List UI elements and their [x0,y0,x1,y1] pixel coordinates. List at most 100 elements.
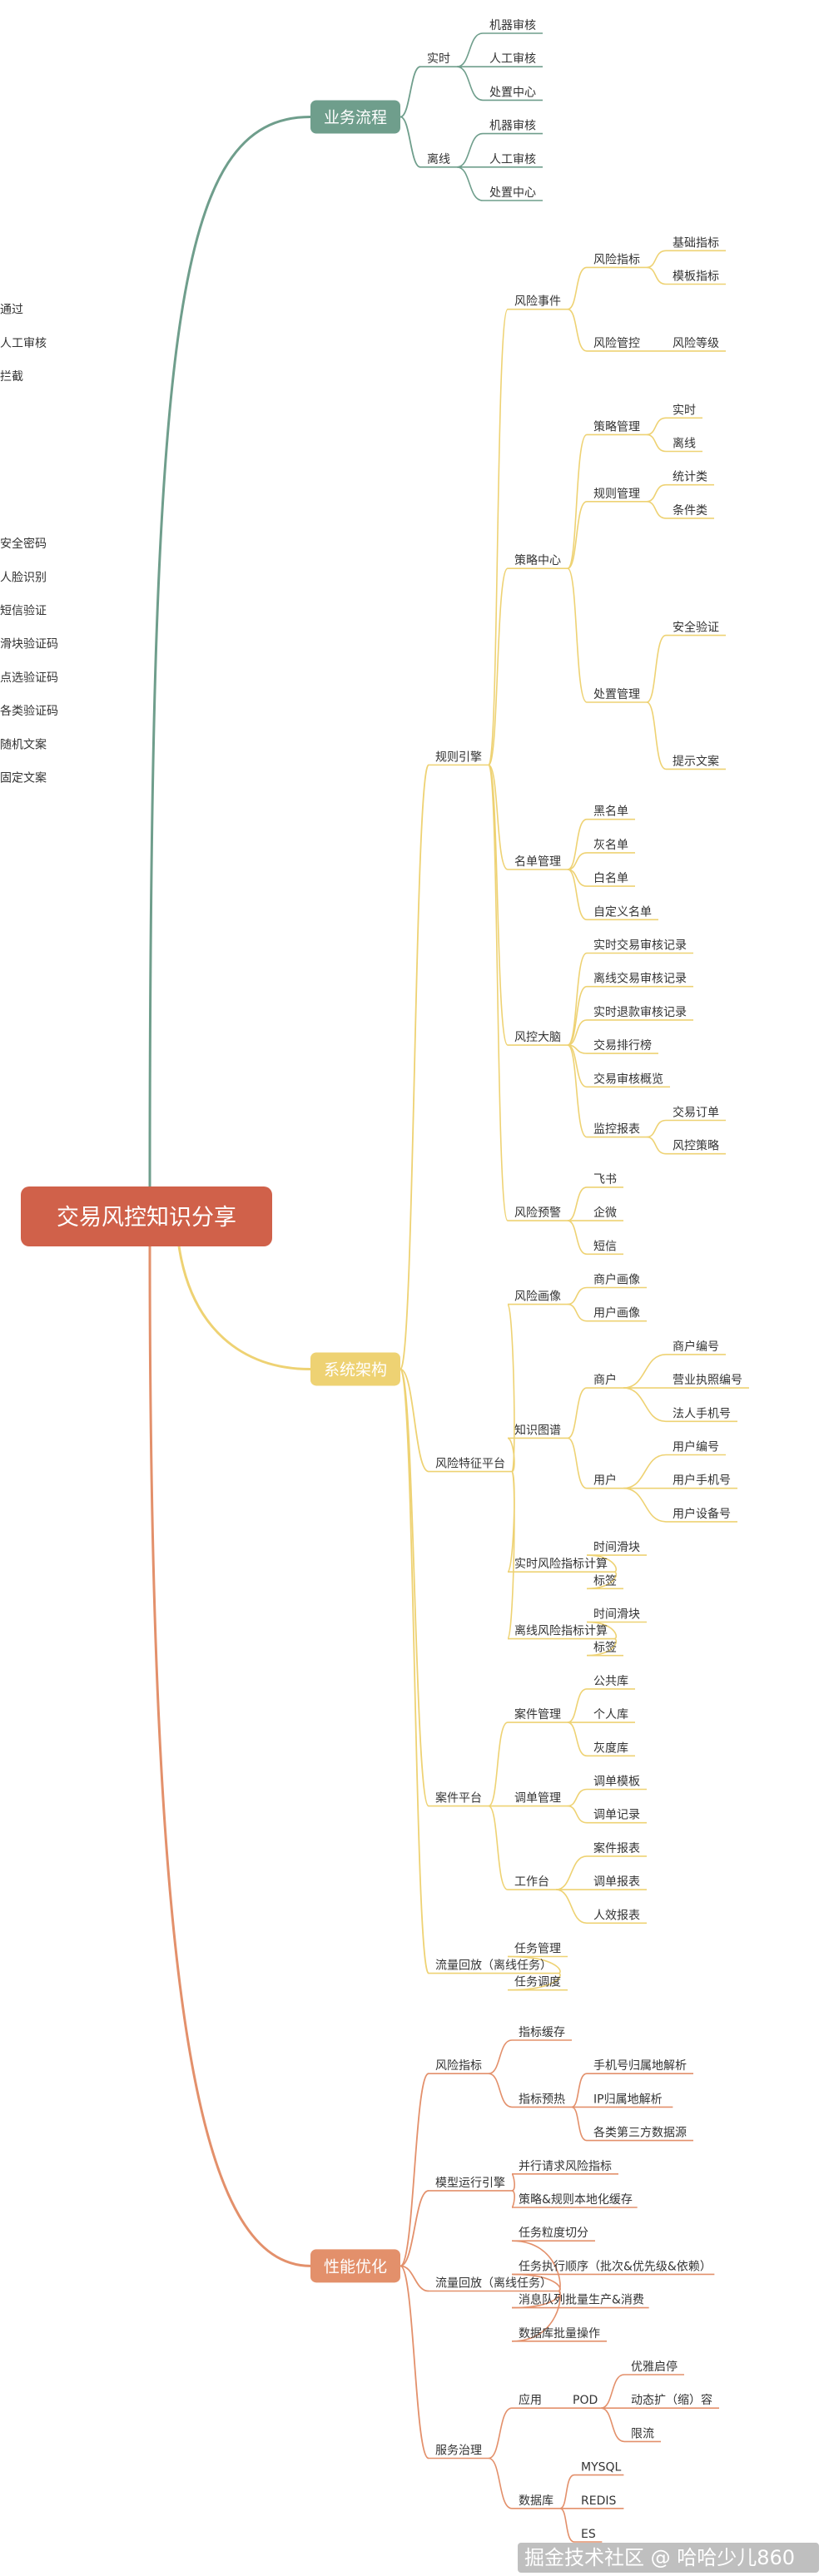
edge-用户编号 [623,1454,667,1489]
edge-任务管理 [507,1955,561,1974]
edge-基础指标 [646,250,667,269]
edge-自定义名单 [567,869,588,921]
edge-知识图谱 [507,1437,515,1473]
node-并行请求风险指标-2-3: 并行请求风险指标 [519,2160,612,2173]
edge-任务调度 [507,1972,561,1991]
root-node [21,1186,272,1246]
node-处置管理-1-4: 处置管理 [593,688,640,701]
node-实时交易审核记录-1-4: 实时交易审核记录 [593,939,687,953]
edge-规则引擎 [400,764,429,1370]
edge-root-to-branch-0 [148,116,311,1187]
edge-条件类 [646,501,667,519]
branch-label-2: 性能优化 [324,2257,387,2276]
edge-标签 [586,1637,618,1657]
node-点选验证码-1-6: 点选验证码 [0,671,58,685]
node-案件管理-1-3: 案件管理 [514,1707,561,1721]
node-ES-2-4: ES [581,2528,596,2541]
edge-任务执行顺序-批次-优先级-依赖 [511,2273,561,2292]
connector-lines [148,32,749,2543]
node-各类第三方数据源-2-4: 各类第三方数据源 [593,2126,687,2140]
branch-node-0 [310,100,400,134]
edge-指标缓存 [488,2039,513,2074]
node-策略-规则本地化缓存-2-3: 策略&规则本地化缓存 [519,2192,633,2207]
branch-node-1 [310,1352,400,1386]
edge-灰度库 [567,1721,588,1757]
node-服务治理-2-2: 服务治理 [435,2445,482,2458]
node-风控策略-1-5: 风控策略 [673,1139,719,1153]
node-灰名单-1-4: 灰名单 [593,839,628,852]
node-风控大脑-1-3: 风控大脑 [514,1031,561,1044]
node-实时风险指标计算-1-3: 实时风险指标计算 [514,1558,608,1571]
node-商户编号-1-5: 商户编号 [673,1340,719,1354]
node-白名单-1-4: 白名单 [593,872,628,885]
node-交易订单-1-5: 交易订单 [673,1106,719,1120]
edge-统计类 [646,483,667,503]
node-用户编号-1-5: 用户编号 [673,1440,719,1454]
node-人脸识别-1-6: 人脸识别 [0,571,47,584]
watermark-backdrop [518,2543,819,2573]
node-模型运行引擎-2-2: 模型运行引擎 [435,2177,505,2190]
node-策略管理-1-4: 策略管理 [593,419,640,433]
node-自定义名单-1-4: 自定义名单 [593,905,652,919]
node-离线-0-2: 离线 [427,152,450,166]
edge-处置管理 [567,567,588,703]
edge-规则管理 [567,501,588,569]
node-企微-1-4: 企微 [593,1206,617,1220]
edge-风险特征平台 [400,1368,429,1473]
edge-数据库 [488,2457,513,2509]
node-时间滑块-1-4: 时间滑块 [593,1608,640,1622]
node-风险画像-1-3: 风险画像 [514,1290,561,1304]
node-MYSQL-2-4: MYSQL [581,2461,622,2474]
edge-商户画像 [567,1286,588,1305]
edge-实时交易审核记录 [567,952,588,1046]
edge-监控报表 [567,1044,588,1138]
edge-飞书 [567,1186,588,1221]
edge-商户编号 [623,1354,667,1389]
node-任务调度-1-3: 任务调度 [514,1976,561,1989]
node-离线风险指标计算-1-3: 离线风险指标计算 [514,1624,608,1638]
root-label: 交易风控知识分享 [57,1205,236,1231]
node-提示文案-1-5: 提示文案 [673,754,719,768]
node-短信验证-1-6: 短信验证 [0,605,47,618]
node-应用-2-3: 应用 [519,2393,542,2407]
edge-风险画像 [507,1303,515,1473]
node-随机文案-1-6: 随机文案 [0,737,47,751]
node-策略中心-1-3: 策略中心 [514,553,561,567]
edge-交易订单 [646,1119,667,1138]
edge-离线风险指标计算 [507,1470,515,1640]
edge-灰名单 [567,852,588,870]
edge-风控大脑 [488,764,509,1046]
node-人工审核-0-3: 人工审核 [489,153,536,166]
node-规则管理-1-4: 规则管理 [593,488,640,501]
node-调单报表-1-4: 调单报表 [593,1875,640,1889]
edge-限流 [600,2407,625,2443]
watermark: 掘金技术社区 @ 哈哈少儿860 [524,2546,795,2569]
node-处置中心-0-3: 处置中心 [489,186,536,200]
edge-数据库批量操作 [511,2290,561,2342]
node-离线-1-5: 离线 [673,437,696,451]
edge-策略-规则本地化缓存 [511,2190,515,2208]
node-调单模板-1-4: 调单模板 [593,1776,640,1789]
node-风险管控-1-4: 风险管控 [593,337,640,350]
node-用户-1-4: 用户 [593,1474,617,1488]
edge-流量回放-离线任务 [400,1368,429,1974]
node-黑名单-1-4: 黑名单 [593,805,628,819]
edge-ES [559,2508,575,2543]
edge-短信 [567,1220,588,1256]
node-公共库-1-4: 公共库 [593,1675,628,1688]
branch-label-1: 系统架构 [324,1360,387,1379]
edge-root-to-branch-1 [177,1246,311,1370]
edge-处置中心 [456,66,484,102]
edge-MYSQL [559,2474,575,2509]
edge-实时 [400,66,421,118]
node-机器审核-0-3: 机器审核 [489,120,536,133]
edge-风险管控 [567,308,588,352]
node-灰度库-1-4: 灰度库 [593,1741,628,1755]
node-用户设备号-1-5: 用户设备号 [673,1507,731,1521]
node-工作台-1-3: 工作台 [514,1875,549,1889]
node-统计类-1-5: 统计类 [673,471,707,484]
node-用户画像-1-4: 用户画像 [593,1306,640,1320]
node-拦截-1-6: 拦截 [0,370,23,384]
edge-调单模板 [567,1788,588,1807]
